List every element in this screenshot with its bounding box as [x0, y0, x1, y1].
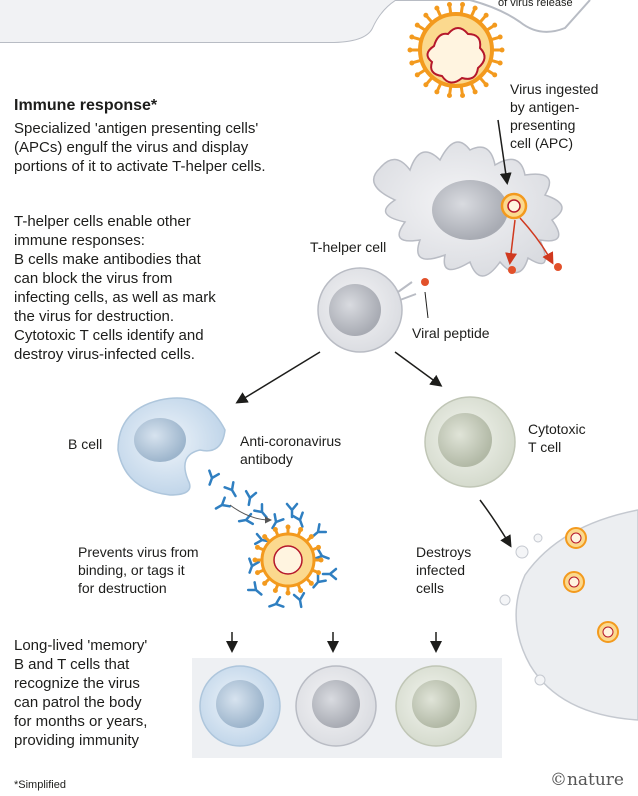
virus-spike-tip: [483, 12, 489, 18]
antibody: [208, 469, 221, 486]
antibody: [223, 481, 237, 498]
virus-spike-tip: [407, 47, 413, 53]
nature-logo: ©nature: [549, 770, 624, 790]
t-helper-description: T-helper cells enable other immune respo…: [14, 213, 216, 363]
virus-spike-tip: [285, 524, 291, 530]
ingested-virus: [500, 192, 528, 220]
virus-spike-tip: [315, 544, 321, 550]
antibody: [253, 502, 268, 519]
virus-spike-tip: [446, 93, 452, 99]
virus-spike-tip: [414, 72, 420, 78]
antibody: [253, 532, 271, 546]
presented-peptide: [421, 278, 429, 286]
virus-spike-tip: [446, 1, 452, 7]
label-antibody: Anti-coronavirus antibody: [240, 433, 342, 467]
virus-spike-tip: [285, 590, 291, 596]
virus-spike-tip: [308, 580, 314, 586]
footnote: *Simplified: [14, 779, 66, 791]
virus-spike-tip: [492, 22, 498, 28]
label-viral-peptide: Viral peptide: [412, 325, 490, 341]
antibody: [291, 511, 304, 528]
antibody: [292, 591, 306, 609]
b-cell: [117, 397, 226, 496]
to-t-cell-arrow: [394, 351, 443, 387]
virus-spike-tip: [460, 93, 466, 99]
top-label-fragment: of virus release: [498, 0, 573, 9]
label-b-cell: B cell: [68, 436, 103, 452]
virus-particle-top: [407, 1, 505, 99]
antigen-presenting-cell: [372, 141, 563, 286]
virus-spike-tip: [308, 534, 314, 540]
virus-spike-tip: [272, 527, 278, 533]
virus-spike-tip: [272, 587, 278, 593]
antibody: [244, 489, 258, 507]
virus-spike-tip: [409, 60, 415, 66]
kill-arrow: [479, 499, 512, 548]
virus-spike-tip: [423, 82, 429, 88]
antibody: [237, 512, 255, 526]
virus-spike-tip: [298, 527, 304, 533]
antibody: [321, 567, 338, 581]
peptide-arrow: [519, 217, 554, 265]
memory-cytotoxic-cell: [395, 665, 477, 747]
memory-t-cell: [295, 665, 377, 747]
antibody: [271, 513, 285, 530]
virus-spike-tip: [298, 587, 304, 593]
virus-spike-tip: [497, 60, 503, 66]
antibody: [311, 523, 328, 538]
virus-spike-tip: [423, 12, 429, 18]
cytotoxic-t-cell: [424, 396, 516, 488]
immune-heading: Immune response*: [14, 97, 158, 114]
virus-spike-tip: [434, 89, 440, 95]
virus-spike-tip: [318, 557, 324, 563]
antibody: [248, 557, 261, 574]
virus-spike-tip: [255, 570, 261, 576]
virus-spike-tip: [499, 47, 505, 53]
label-cytotoxic: Cytotoxic T cell: [528, 421, 586, 455]
t-helper-cell: [317, 267, 417, 353]
virus-spike-tip: [315, 570, 321, 576]
antibody: [246, 581, 263, 596]
label-memory-cells: Long-lived 'memory' B and T cells that r…: [14, 637, 148, 749]
virus-spike-tip: [255, 544, 261, 550]
antibody-group: [208, 469, 338, 609]
peptide-arrow: [505, 219, 518, 265]
viral-peptide-pointer: [424, 291, 429, 319]
infected-cell: [499, 509, 638, 721]
immune-intro: Specialized 'antigen presenting cells' (…: [14, 120, 266, 175]
virus-spike-tip: [252, 557, 258, 563]
virus-spike-tip: [434, 5, 440, 11]
antibody-tagged-virus: [252, 524, 324, 596]
virus-spike-tip: [483, 82, 489, 88]
label-prevents: Prevents virus from binding, or tags it …: [78, 544, 199, 596]
label-virus-ingested: Virus ingested by antigen- presenting ce…: [510, 81, 599, 151]
virus-spike-tip: [497, 34, 503, 40]
ingestion-arrow: [497, 119, 512, 185]
virus-spike-tip: [262, 580, 268, 586]
antibody: [214, 496, 231, 510]
virus-spike-tip: [492, 72, 498, 78]
memory-b-cell: [199, 665, 281, 747]
label-t-helper: T-helper cell: [310, 239, 387, 255]
label-destroys: Destroys infected cells: [416, 544, 472, 596]
antibody: [268, 595, 285, 608]
antibody: [312, 572, 327, 589]
antibody: [313, 547, 330, 560]
to-b-cell-arrow: [235, 351, 321, 404]
virus-spike-tip: [262, 534, 268, 540]
virus-spike-tip: [472, 89, 478, 95]
virus-spike-tip: [414, 22, 420, 28]
virus-spike-tip: [472, 5, 478, 11]
antibody: [285, 502, 299, 519]
virus-spike-tip: [460, 1, 466, 7]
virus-spike-tip: [409, 34, 415, 40]
